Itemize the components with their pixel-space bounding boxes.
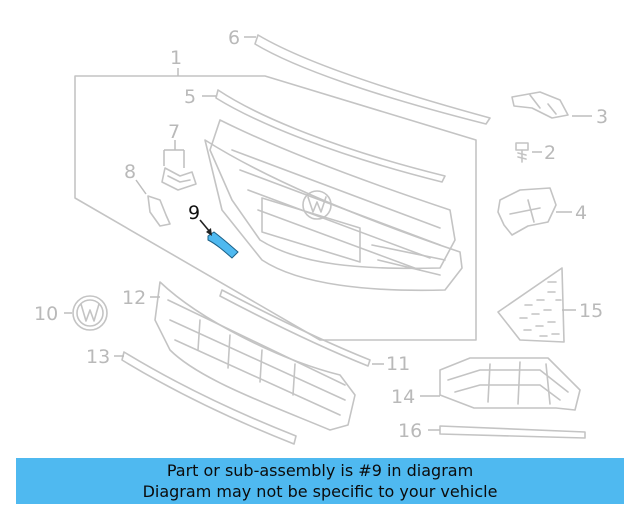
grille-emblem [302, 190, 332, 220]
callout-11: 11 [386, 353, 410, 375]
callout-5: 5 [184, 86, 196, 108]
part-2-screw [515, 142, 529, 163]
part-16-bottom-strip [439, 425, 586, 439]
info-banner: Part or sub-assembly is #9 in diagram Di… [16, 458, 624, 504]
callout-8: 8 [124, 161, 136, 183]
part-10-emblem [72, 295, 108, 331]
callout-4: 4 [575, 202, 587, 224]
part-12-lower-grille [154, 281, 356, 431]
callout-3: 3 [596, 106, 608, 128]
callout-15: 15 [579, 300, 603, 322]
part-15-honeycomb-insert [497, 267, 565, 343]
part-11-strip [219, 289, 371, 367]
part-7-bracket [161, 167, 197, 191]
callout-10: 10 [34, 303, 58, 325]
banner-line-part: Part or sub-assembly is #9 in diagram [166, 461, 474, 480]
callout-9: 9 [188, 202, 200, 224]
part-9-highlight-strip [207, 231, 239, 259]
part-6-trim-strip [254, 34, 491, 125]
part-4-bracket [497, 187, 557, 236]
assembly-panel [74, 75, 477, 341]
part-8-bracket [147, 195, 171, 227]
part-14-fog-grille [439, 357, 581, 411]
callout-16: 16 [398, 420, 422, 442]
leader-9 [199, 219, 211, 233]
callout-2: 2 [544, 142, 556, 164]
leader-8 [135, 179, 147, 195]
callout-7: 7 [168, 121, 180, 143]
part-13-lower-strip [121, 351, 297, 445]
callout-14: 14 [391, 386, 415, 408]
callout-6: 6 [228, 27, 240, 49]
part-5-chrome-strip [215, 89, 446, 183]
callout-1: 1 [170, 47, 182, 69]
callout-13: 13 [86, 346, 110, 368]
leader-7 [163, 140, 185, 168]
part-3-bracket [511, 91, 569, 119]
banner-line-disclaimer: Diagram may not be specific to your vehi… [142, 482, 498, 501]
leader-9-arrow [206, 228, 212, 236]
callout-12: 12 [122, 287, 146, 309]
grille-emblem-mark [307, 196, 327, 213]
main-grille [204, 119, 463, 292]
